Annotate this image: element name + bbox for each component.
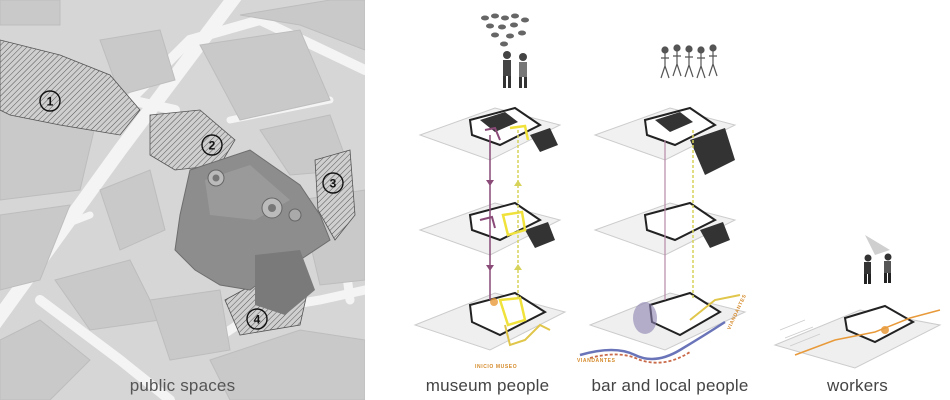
annotation-viandantes-left: VIANDANTES [577,358,616,364]
annotation-inicio-museo: INICIO MUSEO [475,364,517,370]
museum-people-panel: INICIO MUSEO museum people [400,0,575,400]
marker-1-label: 1 [47,95,54,109]
crowd-icon [481,14,529,47]
workers-diagram [765,0,950,380]
floor-stack: INICIO MUSEO [415,108,565,370]
floor-stack-bar: VIANDANTES VIANDANTES [577,108,748,364]
floor-bottom [415,293,565,350]
visitors-icon [503,51,527,88]
bar-local-people-diagram: VIANDANTES VIANDANTES [575,0,765,380]
workers-panel: workers [765,0,950,400]
marker-4-label: 4 [254,313,261,327]
bar-local-people-panel: VIANDANTES VIANDANTES bar and local peop… [575,0,765,400]
public-spaces-map-panel: 1 2 3 4 public spaces [0,0,365,400]
floor-bottom-bar [580,293,745,363]
locals-icon [661,45,717,78]
site-map: 1 2 3 4 [0,0,365,400]
museum-people-caption: museum people [400,376,575,396]
marker-3-label: 3 [330,177,337,191]
workers-caption: workers [765,376,950,396]
museum-people-diagram: INICIO MUSEO [400,0,575,380]
bar-local-people-caption: bar and local people [575,376,765,396]
marker-2-label: 2 [209,139,216,153]
workers-floor [775,306,940,368]
workers-icon [864,235,892,284]
map-caption: public spaces [0,376,365,396]
